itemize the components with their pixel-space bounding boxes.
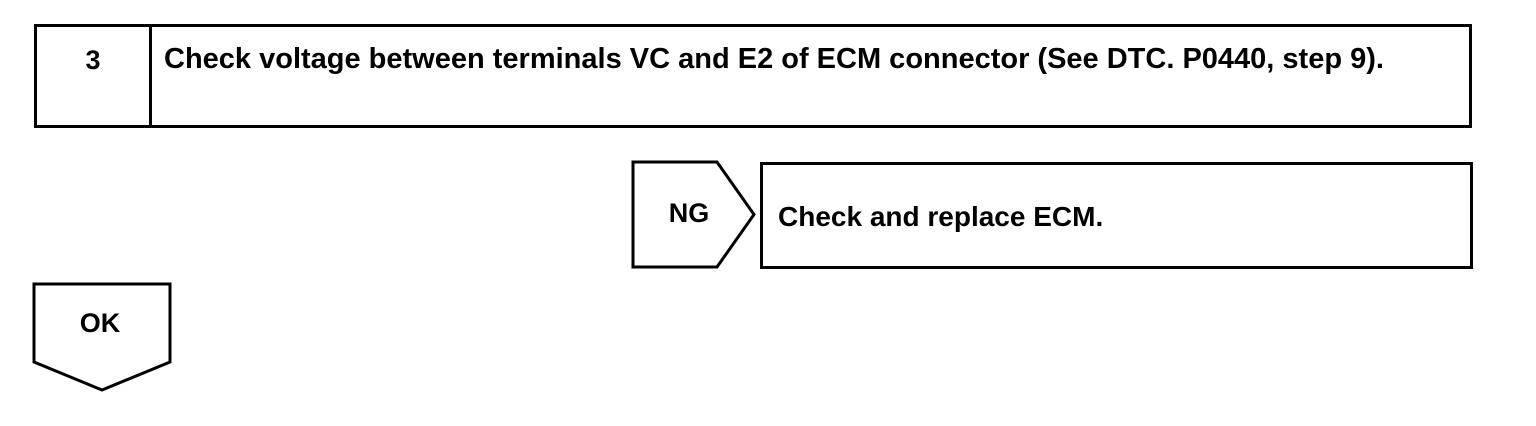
ng-arrow-shape	[631, 160, 756, 269]
ok-arrow-shape	[32, 282, 172, 392]
step-box: 3 Check voltage between terminals VC and…	[34, 24, 1472, 128]
ng-action-box: Check and replace ECM.	[760, 162, 1473, 269]
step-instruction: Check voltage between terminals VC and E…	[164, 43, 1384, 75]
ng-label: NG	[668, 198, 710, 228]
ng-action-text: Check and replace ECM.	[778, 201, 1104, 232]
step-number: 3	[37, 27, 152, 125]
ok-label: OK	[79, 308, 121, 338]
